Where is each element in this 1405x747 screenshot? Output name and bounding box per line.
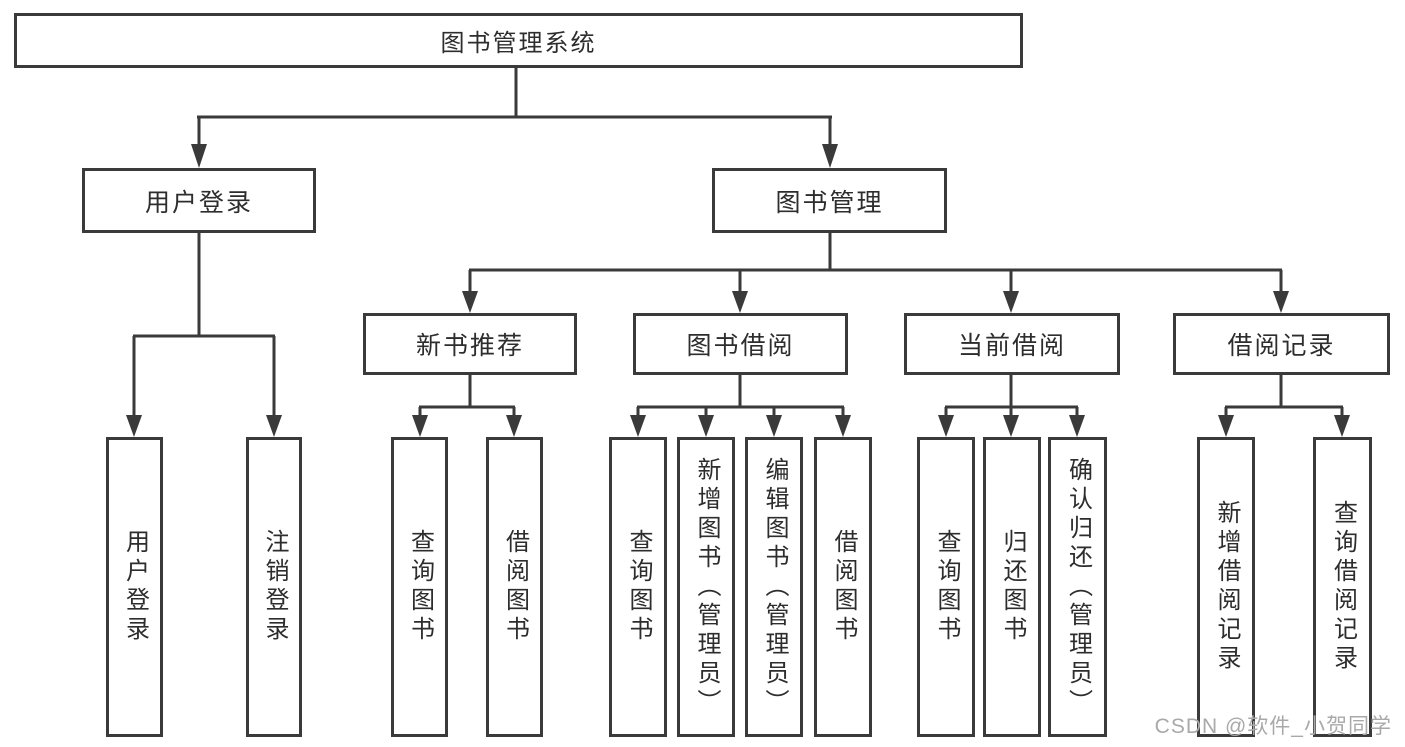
node-label: 新书推荐 [415,332,524,360]
node-label: 当前借阅 [957,332,1066,360]
leaf-confirm-return-admin: 确认归还（管理员） [1048,437,1107,737]
node-label: 借阅图书 [830,529,857,645]
node-label: 借阅图书 [501,529,529,645]
node-label: 查询图书 [625,529,652,645]
node-label: 编辑图书（管理员） [761,456,788,718]
leaf-query-borrow-record: 查询借阅记录 [1313,437,1372,737]
node-label: 图书借阅 [686,332,795,360]
node-user-login: 用户登录 [82,168,316,233]
node-label: 确认归还（管理员） [1064,456,1092,718]
leaf-edit-books-admin: 编辑图书（管理员） [745,437,803,737]
leaf-return-books: 归还图书 [983,437,1041,737]
leaf-query-books-current: 查询图书 [917,437,975,737]
node-book-borrow: 图书借阅 [633,313,848,375]
leaf-borrow-books-borrow: 借阅图书 [814,437,872,737]
node-current-borrow: 当前借阅 [904,313,1120,375]
node-label: 新增图书（管理员） [693,456,720,718]
leaf-query-books-borrow: 查询图书 [609,437,667,737]
leaf-query-books-recommend: 查询图书 [391,437,448,737]
node-label: 图书管理系统 [440,30,597,57]
node-label: 用户登录 [144,188,253,217]
node-label: 归还图书 [999,529,1026,645]
node-root: 图书管理系统 [14,13,1023,68]
node-label: 注销登录 [261,529,288,645]
leaf-add-borrow-record: 新增借阅记录 [1197,437,1255,737]
node-label: 用户登录 [121,529,149,645]
node-label: 新增借阅记录 [1213,500,1240,674]
leaf-borrow-books-recommend: 借阅图书 [486,437,543,737]
watermark: CSDN @软件_小贺同学 [1154,715,1392,738]
leaf-user-login: 用户登录 [106,437,163,737]
node-label: 查询图书 [406,529,434,645]
node-label: 借阅记录 [1227,332,1336,360]
node-label: 查询借阅记录 [1329,500,1357,674]
node-label: 图书管理 [775,188,884,217]
node-book-management: 图书管理 [712,168,947,233]
leaf-logout: 注销登录 [246,437,302,737]
node-borrow-records: 借阅记录 [1173,313,1390,375]
node-new-book-recommend: 新书推荐 [363,313,577,375]
leaf-add-books-admin: 新增图书（管理员） [677,437,735,737]
node-label: 查询图书 [933,529,960,645]
